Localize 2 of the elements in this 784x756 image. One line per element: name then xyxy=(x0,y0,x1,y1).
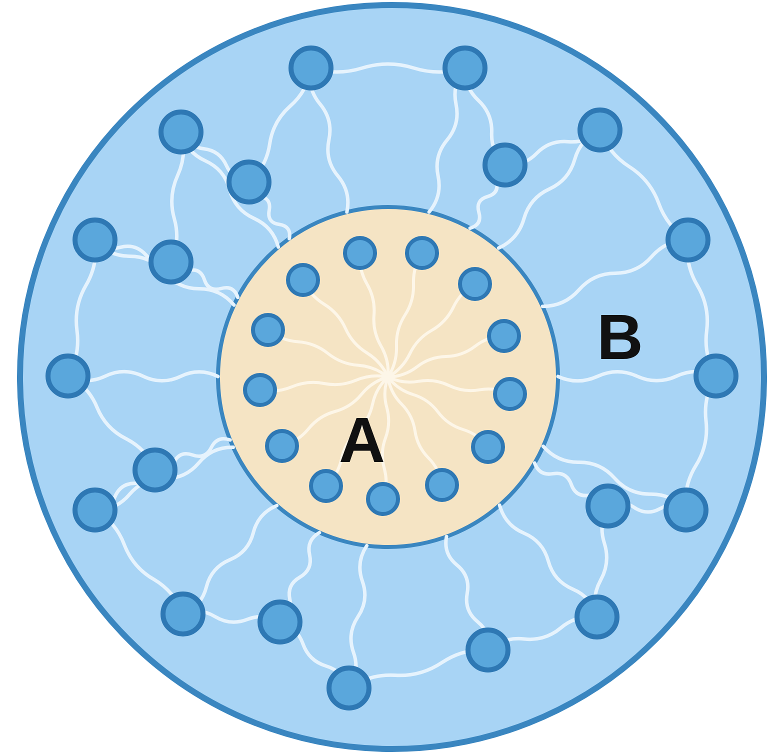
region-label: A xyxy=(338,408,386,472)
region-label: B xyxy=(596,305,644,369)
